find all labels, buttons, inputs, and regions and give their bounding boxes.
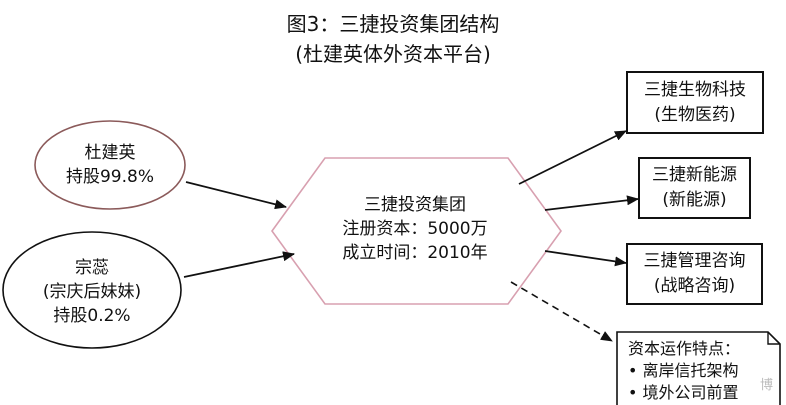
shareholder-zong: 宗蕊 (宗庆后妹妹) 持股0.2% bbox=[12, 256, 172, 328]
shareholder-du: 杜建英 持股99.8% bbox=[60, 141, 160, 189]
shareholder-du-name: 杜建英 bbox=[84, 143, 136, 163]
shareholder-du-stake: 持股99.8% bbox=[65, 167, 154, 187]
center-capital: 注册资本：5000万 bbox=[342, 219, 488, 239]
subsidiary-consult-name: 三捷管理咨询 bbox=[643, 251, 746, 271]
shareholder-zong-name: 宗蕊 bbox=[75, 258, 109, 278]
shareholder-ellipse-du bbox=[34, 120, 186, 210]
center-hexagon bbox=[271, 157, 562, 305]
center-label: 三捷投资集团 注册资本：5000万 成立时间：2010年 bbox=[320, 193, 510, 265]
note-fold bbox=[767, 332, 780, 345]
watermark-text: 博 bbox=[760, 378, 774, 393]
center-founded: 成立时间：2010年 bbox=[342, 243, 488, 263]
note-item: 离岸信托架构 bbox=[628, 360, 740, 382]
subsidiary-energy: 三捷新能源 (新能源) bbox=[638, 157, 751, 219]
arrow-center-to-bio bbox=[518, 130, 627, 185]
subsidiary-bio-name: 三捷生物科技 bbox=[644, 80, 746, 100]
arrow-center-to-consult bbox=[544, 250, 627, 267]
note-heading: 资本运作特点： bbox=[628, 339, 741, 358]
shareholder-zong-relation: (宗庆后妹妹) bbox=[42, 282, 142, 302]
diagram-title: 图3：三捷投资集团结构 bbox=[286, 12, 500, 36]
subsidiary-energy-name: 三捷新能源 bbox=[652, 165, 737, 185]
subsidiary-consult: 三捷管理咨询 (战略咨询) bbox=[626, 243, 763, 305]
note-content: 资本运作特点： 离岸信托架构 境外公司前置 bbox=[628, 338, 740, 404]
shareholder-zong-stake: 持股0.2% bbox=[53, 306, 131, 326]
center-name: 三捷投资集团 bbox=[364, 195, 466, 215]
dashed-arrow-to-note bbox=[510, 281, 613, 342]
subsidiary-consult-field: (战略咨询) bbox=[653, 276, 736, 296]
arrow-zong-to-center bbox=[183, 251, 295, 278]
arrow-du-to-center bbox=[185, 181, 287, 210]
subsidiary-bio-field: (生物医药) bbox=[654, 105, 736, 125]
subsidiary-bio: 三捷生物科技 (生物医药) bbox=[626, 71, 764, 134]
diagram-subtitle: (杜建英体外资本平台) bbox=[295, 42, 491, 66]
note-item: 境外公司前置 bbox=[628, 382, 740, 404]
arrow-center-to-energy bbox=[544, 195, 639, 211]
subsidiary-energy-field: (新能源) bbox=[662, 190, 727, 210]
shareholder-ellipse-zong bbox=[2, 231, 182, 349]
